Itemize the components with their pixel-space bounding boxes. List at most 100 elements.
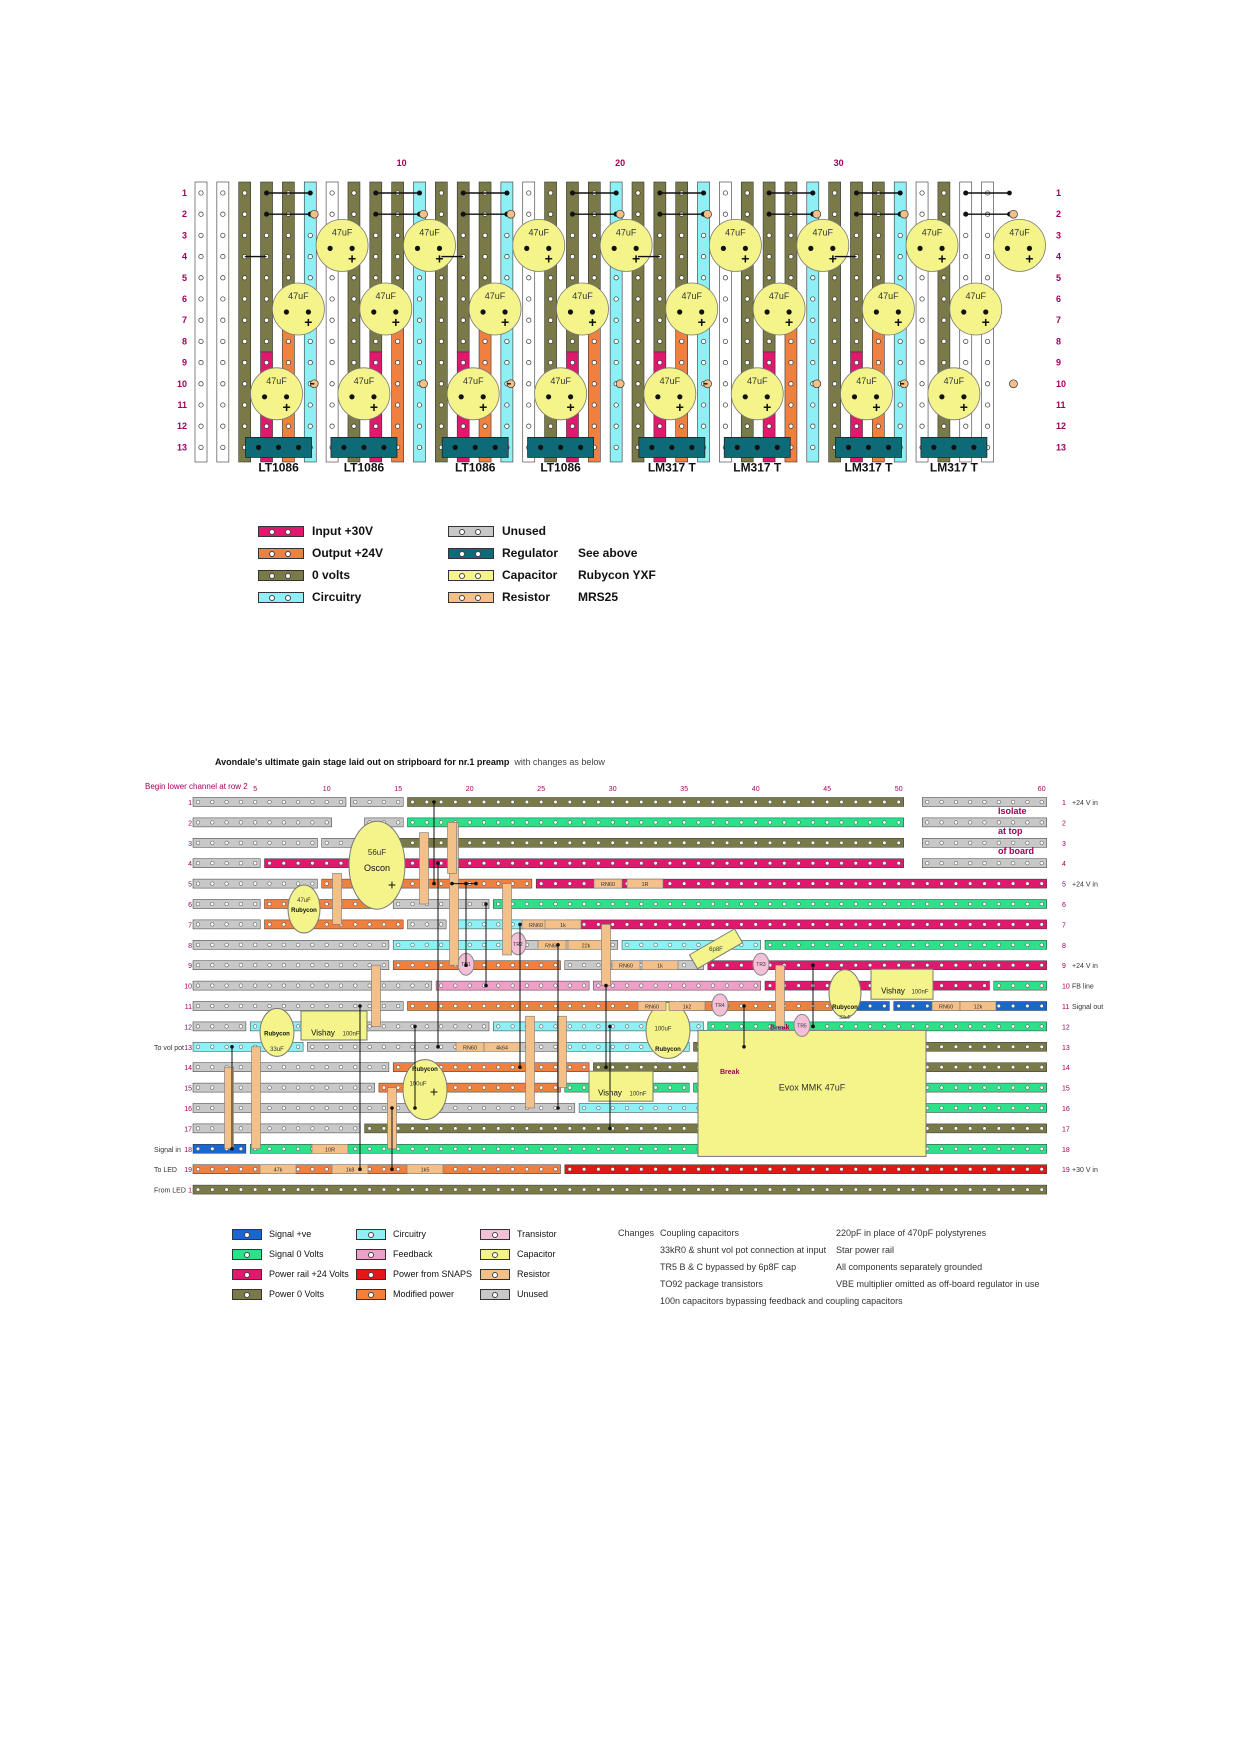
- board-hole: [224, 840, 229, 845]
- capacitor-47uf: [468, 282, 522, 336]
- board-hole: [296, 1126, 301, 1131]
- board-hole: [667, 942, 672, 947]
- strip-hole: [591, 338, 597, 344]
- board-hole: [238, 820, 243, 825]
- board-hole: [839, 881, 844, 886]
- board-hole: [782, 820, 787, 825]
- strip-hole: [198, 338, 204, 344]
- board-hole: [553, 861, 558, 866]
- board-hole: [510, 1024, 515, 1029]
- board-hole: [367, 1065, 372, 1070]
- board-hole: [524, 1187, 529, 1192]
- board-hole: [939, 820, 944, 825]
- board-hole: [238, 901, 243, 907]
- strip-hole: [220, 254, 226, 260]
- board-hole: [939, 983, 944, 988]
- board-hole: [396, 942, 401, 947]
- board-hole: [639, 942, 644, 947]
- board-hole: [210, 1105, 215, 1111]
- board-hole: [610, 1044, 615, 1049]
- column-number: 45: [823, 786, 831, 793]
- board-hole: [839, 861, 844, 866]
- oscon-label: Oscon: [364, 863, 390, 873]
- board-hole: [338, 1003, 344, 1009]
- board-hole: [496, 820, 501, 825]
- board-hole: [338, 963, 344, 968]
- board-hole: [238, 1146, 243, 1151]
- board-hole: [582, 799, 587, 805]
- legend-label: Unused: [502, 524, 547, 538]
- board-hole: [596, 901, 601, 907]
- board-hole: [539, 1146, 544, 1151]
- resistor: [537, 940, 567, 950]
- board-hole: [324, 901, 329, 907]
- vishay-right-value: 100nF: [911, 990, 928, 996]
- board-hole: [424, 799, 429, 805]
- resistor-vertical: [251, 1046, 261, 1150]
- strip-hole: [613, 444, 619, 450]
- capacitor-lead: [546, 245, 552, 251]
- strip-hole: [220, 232, 226, 238]
- regulator-pin: [578, 444, 584, 450]
- strip-hole: [220, 360, 226, 366]
- board-hole: [1011, 1085, 1016, 1090]
- solder-point: [608, 1126, 612, 1131]
- break-label: Break: [720, 1069, 740, 1076]
- transistor-label: TR5: [797, 1023, 807, 1029]
- board-hole: [982, 820, 987, 825]
- board-hole: [539, 1105, 544, 1111]
- strip-hole: [810, 444, 816, 450]
- board-hole: [868, 1024, 873, 1029]
- board-strip: [192, 1062, 390, 1072]
- board-hole: [739, 881, 744, 886]
- board-hole: [210, 1044, 215, 1049]
- capacitor-plus: +: [392, 314, 400, 330]
- resistor-label: 12k: [974, 1005, 983, 1011]
- board-hole: [667, 1105, 672, 1111]
- board-hole: [696, 840, 701, 845]
- board-hole: [281, 983, 286, 988]
- board-hole: [253, 922, 258, 927]
- board-strip: [192, 1042, 304, 1052]
- board-hole: [467, 1085, 472, 1090]
- board-hole: [896, 840, 901, 845]
- board-hole: [195, 983, 201, 988]
- strip-hole: [526, 381, 532, 387]
- row-number-right: 15: [1062, 1086, 1070, 1093]
- resistor-label: 1k: [560, 923, 566, 929]
- board-hole: [910, 1187, 916, 1192]
- board-strip: [707, 1021, 1047, 1032]
- board-hole: [353, 1187, 358, 1192]
- capacitor-lead: [720, 245, 727, 251]
- board-hole: [396, 1146, 401, 1151]
- board-hole: [567, 1126, 572, 1131]
- board-hole: [796, 1187, 801, 1192]
- board-hole: [1039, 963, 1044, 968]
- solder-point: [811, 1024, 815, 1029]
- change-left-5: 100n capacitors bypassing feedback and c…: [660, 1296, 903, 1306]
- label-signal-in: Signal in: [154, 1147, 181, 1154]
- board-hole: [410, 881, 415, 886]
- strip-hole: [613, 296, 619, 302]
- board-hole: [953, 1065, 958, 1070]
- board-hole: [910, 963, 916, 968]
- board-hole: [825, 861, 830, 866]
- board-hole: [238, 1003, 243, 1009]
- board-hole: [996, 1146, 1001, 1151]
- legend-item: Capacitor: [480, 1247, 556, 1261]
- board-hole: [510, 820, 515, 825]
- transistor: [711, 993, 729, 1017]
- board-hole: [610, 1146, 615, 1151]
- board-hole: [381, 799, 386, 805]
- board-hole: [782, 881, 787, 886]
- board-hole: [582, 1085, 587, 1090]
- strip-hole: [220, 444, 226, 450]
- row-number-right: 12: [1062, 1024, 1070, 1031]
- strip-hole: [897, 232, 903, 238]
- rubycon-100uf-capacitor: [402, 1059, 448, 1121]
- board-hole: [825, 942, 830, 947]
- board-hole: [238, 942, 243, 947]
- isolate-note: Isolate: [998, 806, 1027, 816]
- capacitor-plus: +: [763, 399, 771, 415]
